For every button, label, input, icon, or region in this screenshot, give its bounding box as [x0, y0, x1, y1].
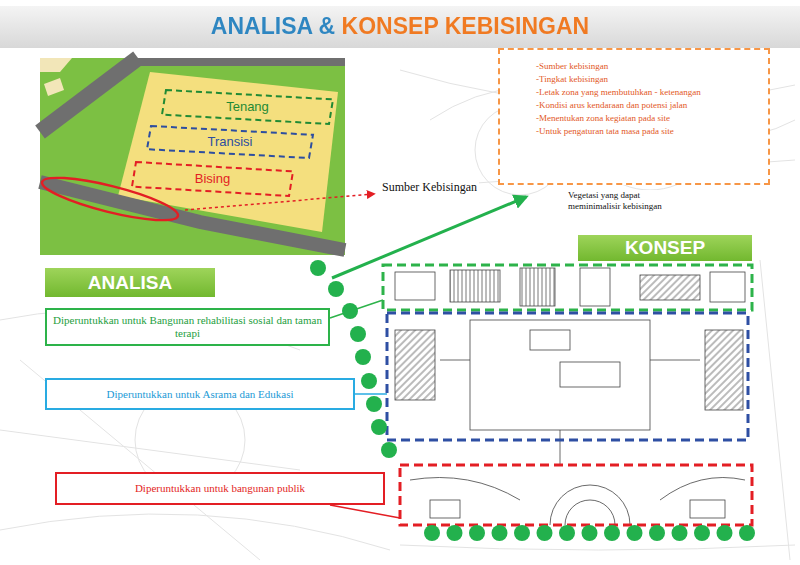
road [40, 58, 138, 132]
plan-sketch [395, 268, 745, 525]
vegetation-dot [366, 396, 382, 412]
zone-note-box-text: Diperuntukkan untuk bangunan publik [63, 482, 377, 495]
site-map [39, 58, 345, 255]
zone-noisy-outline [400, 465, 752, 525]
zone-note-box: Diperuntukkan untuk bangunan publik [55, 472, 385, 505]
plan-sketch [660, 478, 745, 501]
site-map [40, 58, 345, 255]
noise-source-ring [39, 169, 181, 228]
zone-transition: Transisi [145, 124, 315, 160]
zone-note-box-text: Diperuntukkan untuk Bangunan rehabilitas… [53, 314, 322, 340]
vegetation-dot [361, 373, 377, 389]
plan-sketch [440, 360, 700, 465]
noise-source-label: Sumber Kebisingan [380, 180, 479, 195]
plan-sketch [580, 268, 610, 306]
criteria-list-text: -Sumber kebisingan [536, 60, 760, 73]
vegetation-dot [371, 419, 387, 435]
pointer-arrow [332, 197, 526, 278]
zone-outline [162, 90, 333, 124]
vegetation-dot [342, 303, 358, 319]
page-title: ANALISA & KONSEP KEBISINGAN [0, 12, 800, 40]
plan-sketch [430, 500, 460, 518]
plan-sketch [705, 330, 743, 410]
criteria-list-text: -Letak zona yang membutuhkan - ketenanga… [536, 86, 760, 99]
zone-noisy-text: Bising [195, 171, 230, 187]
plan-sketch [395, 272, 435, 300]
vegetation-dot [381, 442, 397, 458]
vegetation-dot [537, 525, 553, 541]
plan-sketch [410, 478, 520, 501]
plan-sketch [530, 330, 570, 350]
vegetation-dot [694, 525, 710, 541]
pointer-arrow [185, 194, 526, 278]
vegetation-dot [582, 525, 598, 541]
plan-sketch [565, 500, 615, 525]
criteria-list-text: -Kondisi arus kendaraan dan potensi jala… [536, 99, 760, 112]
plan-sketch [550, 485, 630, 525]
analysis-banner: ANALISA [45, 268, 215, 297]
vegetation-dot [739, 525, 755, 541]
title-bar [0, 6, 800, 48]
zone-note-box: Diperuntukkan untuk Bangunan rehabilitas… [45, 308, 330, 346]
vegetation-dot [492, 525, 508, 541]
criteria-list-text: -Untuk pengaturan tata masa pada site [536, 125, 760, 138]
vegetation-note: Vegetasi yang dapat meminimalisir kebisi… [568, 190, 663, 212]
zone-outline [147, 126, 313, 158]
zone-transition-outline [387, 313, 748, 440]
vegetation-dot [355, 349, 371, 365]
plan-sketch [640, 275, 700, 300]
zone-quiet: Tenang [160, 88, 335, 126]
vegetation-dot [447, 525, 463, 541]
zone-noisy: Bising [130, 160, 295, 198]
plan-sketch [690, 500, 725, 518]
vegetation-dot [649, 525, 665, 541]
sketch-texture [0, 430, 300, 470]
criteria-list-text: -Menentukan zona kegiatan pada site [536, 112, 760, 125]
vegetation-dot [350, 326, 366, 342]
zone-quiet-text: Tenang [226, 99, 269, 115]
plan-sketch [520, 268, 555, 306]
zone-outline [132, 162, 293, 196]
vegetation-dot [627, 525, 643, 541]
leader-line [330, 300, 383, 318]
vegetation-dot [559, 525, 575, 541]
criteria-list-text: -Tingkat kebisingan [536, 73, 760, 86]
vegetation-dot [604, 525, 620, 541]
vegetation-dot [328, 281, 344, 297]
zone-note-box-text: Diperuntukkan untuk Asrama dan Edukasi [53, 388, 347, 401]
road [40, 182, 345, 250]
leader-line [330, 505, 400, 518]
site-plan [383, 265, 752, 525]
sketch-texture [400, 545, 795, 550]
vegetation-dot [717, 525, 733, 541]
vegetation-dot [310, 260, 326, 276]
leader-line [355, 393, 387, 395]
zone-transition-text: Transisi [207, 134, 252, 150]
plan-sketch [710, 272, 745, 302]
concept-banner: KONSEP [578, 235, 752, 261]
vegetation-dot [424, 525, 440, 541]
analysis-banner-text: ANALISA [51, 271, 209, 295]
building [40, 58, 72, 72]
concept-banner-text: KONSEP [584, 236, 746, 260]
zone-quiet-outline [383, 265, 752, 310]
plan-sketch [395, 330, 435, 400]
vegetation-dot [672, 525, 688, 541]
road [138, 58, 345, 66]
plan-sketch [560, 362, 620, 387]
sketch-texture [0, 514, 390, 550]
zone-note-box: Diperuntukkan untuk Asrama dan Edukasi [45, 378, 355, 410]
sketch-texture [760, 260, 790, 560]
plan-sketch [450, 270, 500, 302]
criteria-list: -Sumber kebisingan-Tingkat kebisingan-Le… [498, 48, 770, 185]
building [44, 78, 64, 96]
vegetation-dot [469, 525, 485, 541]
plan-sketch [470, 320, 650, 430]
vegetation-dot [514, 525, 530, 541]
